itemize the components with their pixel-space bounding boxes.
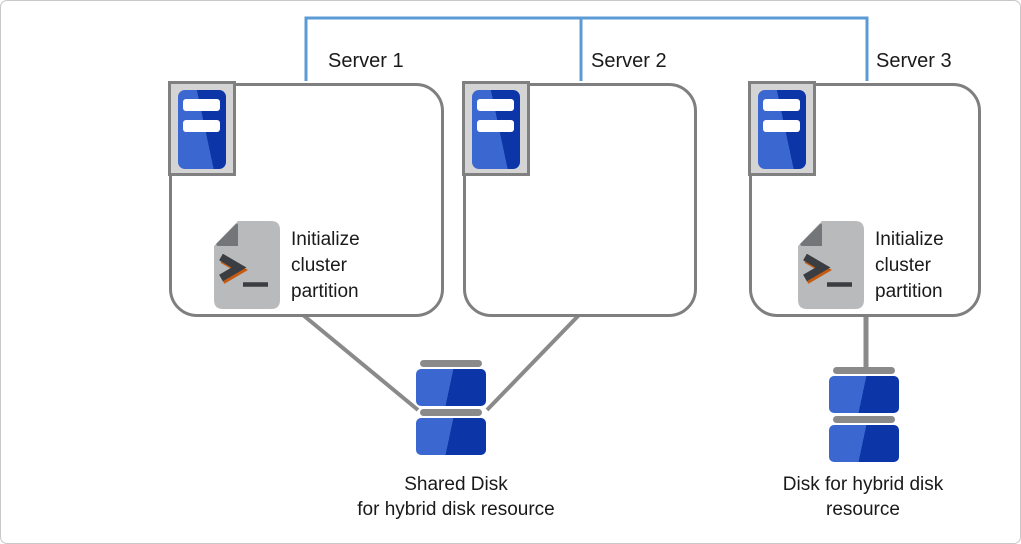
prompt-chevron: [219, 253, 247, 282]
script-file-fold: [800, 223, 822, 246]
server-drive-bay: [183, 120, 220, 132]
server2-box: [463, 83, 697, 317]
hybrid-disk-label: Disk for hybrid disk resource: [782, 474, 944, 520]
server1-init-label: Initialize cluster partition: [291, 229, 360, 302]
server1-init-step: Initialize cluster partition: [213, 221, 403, 309]
disk-platter: [416, 418, 486, 455]
disk-mid-plate: [833, 416, 895, 423]
script-file-icon: [798, 221, 864, 309]
script-file-icon: [214, 221, 280, 309]
disk-platter: [416, 369, 486, 406]
shared-disk-label-line2: for hybrid disk resource: [357, 499, 555, 520]
prompt-chevron: [803, 253, 831, 282]
server-tower-icon: [748, 81, 816, 176]
server2-label: Server 2: [591, 50, 667, 72]
server-tower-body: [178, 90, 226, 169]
server-drive-bay: [763, 99, 800, 111]
script-file-body: [214, 221, 280, 309]
script-file-fold: [216, 223, 238, 246]
disk-stack-icon: [416, 360, 486, 455]
server-tower-body: [472, 90, 520, 169]
server-tower-icon: [168, 81, 236, 176]
disk-top-plate: [420, 360, 482, 367]
server-tower-icon: [462, 81, 530, 176]
shared-disk-label-line1: Shared Disk: [404, 474, 508, 495]
script-file-body: [798, 221, 864, 309]
shared-disk-label: Shared Disk for hybrid disk resource: [311, 472, 601, 522]
network-interconnect-line: [304, 16, 869, 81]
connector-server1-shared-disk: [301, 313, 420, 412]
server1-label: Server 1: [328, 50, 404, 72]
server3-init-step: Initialize cluster partition: [797, 221, 987, 309]
server3-init-label: Initialize cluster partition: [875, 229, 944, 302]
server-tower-body: [758, 90, 806, 169]
disk-stack-icon: [829, 367, 899, 462]
server3-label: Server 3: [876, 50, 952, 72]
connector-server2-shared-disk: [485, 313, 581, 412]
server-drive-bay: [477, 99, 514, 111]
disk-platter: [829, 425, 899, 462]
disk-mid-plate: [420, 409, 482, 416]
disk-platter: [829, 376, 899, 413]
disk-top-plate: [833, 367, 895, 374]
server-drive-bay: [763, 120, 800, 132]
server-drive-bay: [183, 99, 220, 111]
server-drive-bay: [477, 120, 514, 132]
